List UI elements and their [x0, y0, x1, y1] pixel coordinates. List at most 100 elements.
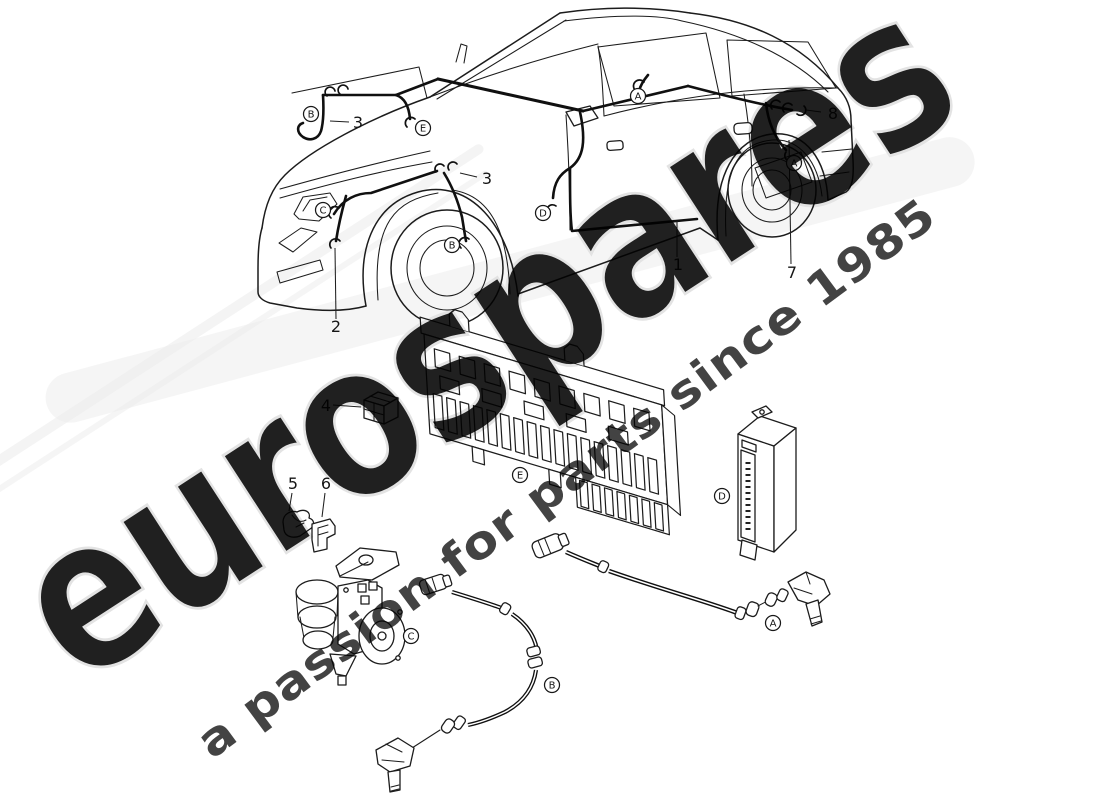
callout-letter: C	[320, 206, 327, 217]
ecu-top-slot	[741, 439, 757, 453]
ferrule-b-1	[498, 602, 512, 616]
clamp-6-drawing	[311, 518, 336, 553]
sensor-a-body	[787, 571, 831, 607]
engine-harness-to-cowl	[394, 77, 440, 97]
connector-grid	[363, 395, 391, 422]
sensor-b-collar	[442, 574, 453, 588]
callout-circle-B-engine[interactable]: B	[302, 105, 320, 123]
antenna-fin	[455, 43, 468, 64]
leader-3a	[329, 120, 350, 123]
callout-circle-D-ecu[interactable]: D	[713, 487, 731, 505]
leader-5	[288, 492, 293, 512]
part-number-8[interactable]: 8	[828, 104, 838, 123]
ecu-connector	[740, 449, 756, 543]
roof-inner	[563, 15, 683, 22]
quarter-window	[726, 39, 837, 97]
door-window	[597, 32, 721, 107]
callout-circle-A-door[interactable]: A	[629, 87, 647, 105]
bolt-2	[397, 609, 403, 615]
ferrule-b-3	[527, 656, 544, 669]
part-number-3-fender[interactable]: 3	[482, 169, 492, 188]
connector-4-drawing	[363, 391, 399, 425]
wheel-sensor-a-drawing	[531, 532, 831, 627]
motor-hub	[377, 631, 387, 641]
cable-a-2-core	[608, 570, 741, 615]
sensor-a-collar	[557, 532, 570, 547]
callout-circle-E-engine[interactable]: E	[414, 119, 432, 137]
relay-slots-row1	[433, 348, 651, 432]
callout-circle-A-rear[interactable]: A	[785, 154, 803, 172]
cowl-far-line	[291, 66, 428, 99]
hook-3b	[337, 84, 349, 95]
a-pillar	[429, 12, 561, 98]
ferrule-b-5	[440, 718, 456, 734]
sensor-b-plug-ribs	[424, 577, 437, 594]
hook-3a	[324, 86, 336, 97]
callout-circle-C-hydraulic[interactable]: C	[402, 627, 420, 645]
bolt-3	[395, 655, 401, 661]
sensor-a-pin-hatch	[809, 615, 822, 625]
accumulator-sides2	[299, 616, 336, 639]
callout-circle-B-sensor[interactable]: B	[543, 676, 561, 694]
callout-circle-D-door[interactable]: D	[534, 204, 552, 222]
clip-5-drawing	[282, 509, 315, 538]
callout-circle-A-sensor[interactable]: A	[764, 614, 782, 632]
ferrule-a-2	[734, 606, 747, 621]
clip-body	[282, 509, 315, 538]
part-number-5[interactable]: 5	[288, 474, 298, 493]
callout-circle-C-front[interactable]: C	[314, 201, 332, 219]
cowl-harness	[436, 77, 585, 113]
rear-harness-drop	[764, 101, 788, 152]
ecu-side	[773, 427, 797, 553]
rear-glass-inner	[681, 20, 829, 93]
part-number-3-front[interactable]: 3	[353, 113, 363, 132]
clamp-detail	[317, 524, 329, 547]
roof-outline	[559, 7, 691, 14]
leader-4	[332, 404, 362, 408]
bracket-hole	[759, 409, 765, 415]
plate-line	[339, 561, 369, 577]
control-unit-drawing	[737, 405, 797, 561]
cable-b-4	[411, 729, 441, 749]
callout-letter: A	[770, 619, 777, 630]
ecu-latch	[739, 539, 758, 561]
main-harness-sill	[568, 166, 699, 233]
panel-tab-left	[471, 445, 486, 466]
fuse-box-drawing	[419, 309, 682, 536]
callout-letter: E	[420, 124, 426, 135]
fuse-slots-row	[432, 392, 660, 495]
callout-circle-B-frontwheel[interactable]: B	[443, 236, 461, 254]
hook-a1	[632, 79, 645, 91]
cone-tip	[337, 675, 347, 686]
callout-letter: D	[718, 492, 726, 503]
fender-crease-lines	[279, 150, 433, 199]
part-number-1[interactable]: 1	[673, 255, 683, 274]
rear-hatch-outline	[689, 12, 839, 89]
callout-letter: D	[539, 209, 547, 220]
cable-a-1-core	[565, 551, 603, 568]
rear-wheel-arch	[716, 133, 829, 241]
callout-letter: A	[791, 159, 798, 170]
door-rear-edge	[743, 93, 753, 187]
part-number-4[interactable]: 4	[321, 396, 331, 415]
headlight-recess	[278, 227, 318, 253]
bracket-right	[563, 343, 585, 367]
cable-b-3	[467, 669, 539, 728]
accumulator-dome	[302, 630, 334, 650]
hood-left-edge	[261, 96, 431, 229]
callouts: B E A A C D B E	[288, 87, 838, 694]
panel-tab-right	[548, 468, 562, 489]
wheel-sensor-b-drawing	[375, 573, 544, 793]
part-number-6[interactable]: 6	[321, 474, 331, 493]
callout-letter: A	[635, 92, 642, 103]
valve-1	[357, 583, 367, 593]
fender-harness	[332, 169, 439, 216]
fuel-door	[733, 122, 753, 135]
callout-circle-E-fusebox[interactable]: E	[511, 466, 529, 484]
hook-3c	[434, 163, 445, 173]
watermark: eurospares a passion for parts since 198…	[0, 0, 996, 769]
leader-8	[805, 109, 822, 113]
panel-side	[661, 404, 682, 517]
part-number-7[interactable]: 7	[787, 263, 797, 282]
